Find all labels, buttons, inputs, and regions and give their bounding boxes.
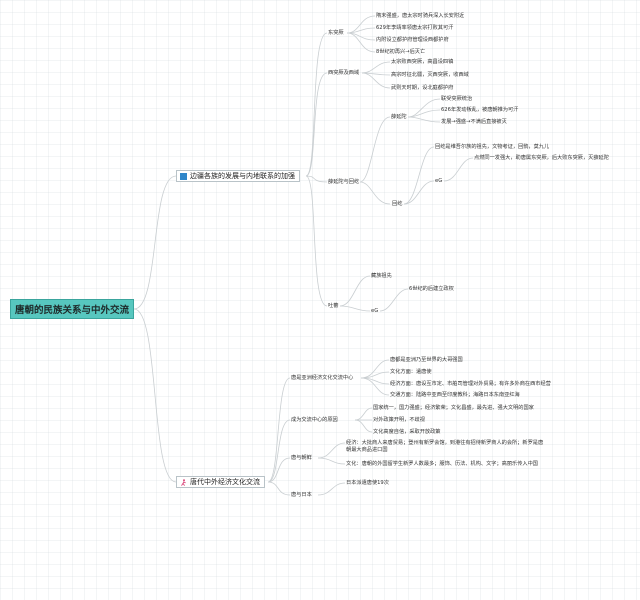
list-item: 文化高度自信，采取开放政策 [373,429,441,435]
blue-square-icon [180,172,187,180]
list-item: 联受突厥统治 [441,96,473,102]
list-item: 太宗败西突厥，高昌设四镇 [391,59,454,65]
list-item: 回纥是维吾尔族的祖先，文物考证，回鹘，莫九儿 [435,144,550,150]
topic-west-turk[interactable]: 西突厥及西域 [328,70,360,76]
topic-tubo[interactable]: 吐蕃 [328,303,339,309]
list-item: 武则天时期，设北庭都护府 [391,85,454,91]
topic-huihe[interactable]: 回纥 [392,201,403,207]
list-item: 经济：大批商人来唐贸易；登州有新罗会馆，到港往有招待新罗商人的会所；新罗是唐朝最… [346,440,544,453]
topic-japan[interactable]: 唐与日本 [291,492,312,498]
list-item: 交通方面：陆路中亚西至印度教科；海路日本东南亚红海 [390,392,520,398]
list-item: 高宗时征北疆，灭西突厥，收西域 [391,72,469,78]
list-item: 文化：唐朝的外国留学生新罗人数最多；服饰、历法、机构、文字；高丽乐传入中国 [346,461,538,467]
branch-foreign-exchange-label: 唐代中外经济文化交流 [190,478,260,486]
list-item: 发展→强盛→不满后直接被灭 [441,119,507,125]
topic-reasons[interactable]: 成为交流中心的原因 [291,417,338,423]
topic-exchange-center[interactable]: 唐是亚洲经济文化交流中心 [291,375,354,381]
list-item: 点燃同一发强大，助唐属东突厥，后大败东突厥，灭薛延陀 [474,155,609,161]
list-item: 隋末强盛，唐太宗时骑兵深入长安附近 [376,13,465,19]
topic-korea[interactable]: 唐与朝鲜 [291,455,312,461]
list-item: 6世纪的后建立政权 [409,286,454,292]
list-item: 文化方面：遣唐使 [390,369,432,375]
topic-xueyantuo-huihe[interactable]: 薛延陀与回纥 [328,179,360,185]
branch-frontier-relations-label: 边疆各族的发展与内地联系的加强 [190,172,295,180]
branch-foreign-exchange[interactable]: 唐代中外经济文化交流 [176,476,265,488]
list-item: 内附设立都护府管理设西都护府 [376,37,449,43]
topic-east-turk[interactable]: 东突厥 [328,30,344,36]
root-topic[interactable]: 唐朝的民族关系与中外交流 [10,299,134,319]
list-item: 629年李靖率领唐太宗打败其可汗 [376,25,454,31]
list-item: 藏族祖先 [371,273,392,279]
eg-label: eG [435,178,443,184]
root-topic-label: 唐朝的民族关系与中外交流 [14,305,129,316]
list-item: 对外政策开明，不歧视 [373,417,425,423]
branch-frontier-relations[interactable]: 边疆各族的发展与内地联系的加强 [176,170,300,182]
list-item: 日本派遣唐使19次 [346,480,389,486]
list-item: 唐都是亚洲乃至世界的大哥强国 [390,357,463,363]
list-item: 626年发动叛乱，被唐朝推为可汗 [441,107,519,113]
list-item: 8世纪初再兴→后灭亡 [376,49,426,55]
list-item: 国家统一，国力强盛；经济繁荣；文化昌盛，最先进、强大文明的国家 [373,405,534,411]
list-item: 经济方面：唐设互市定、市舶司管理对外贸易；有许多外商在西市经营 [390,381,551,387]
topic-xueyantuo[interactable]: 薛延陀 [391,114,407,120]
pink-hiker-icon [180,478,187,486]
eg-label: eG [371,308,379,314]
